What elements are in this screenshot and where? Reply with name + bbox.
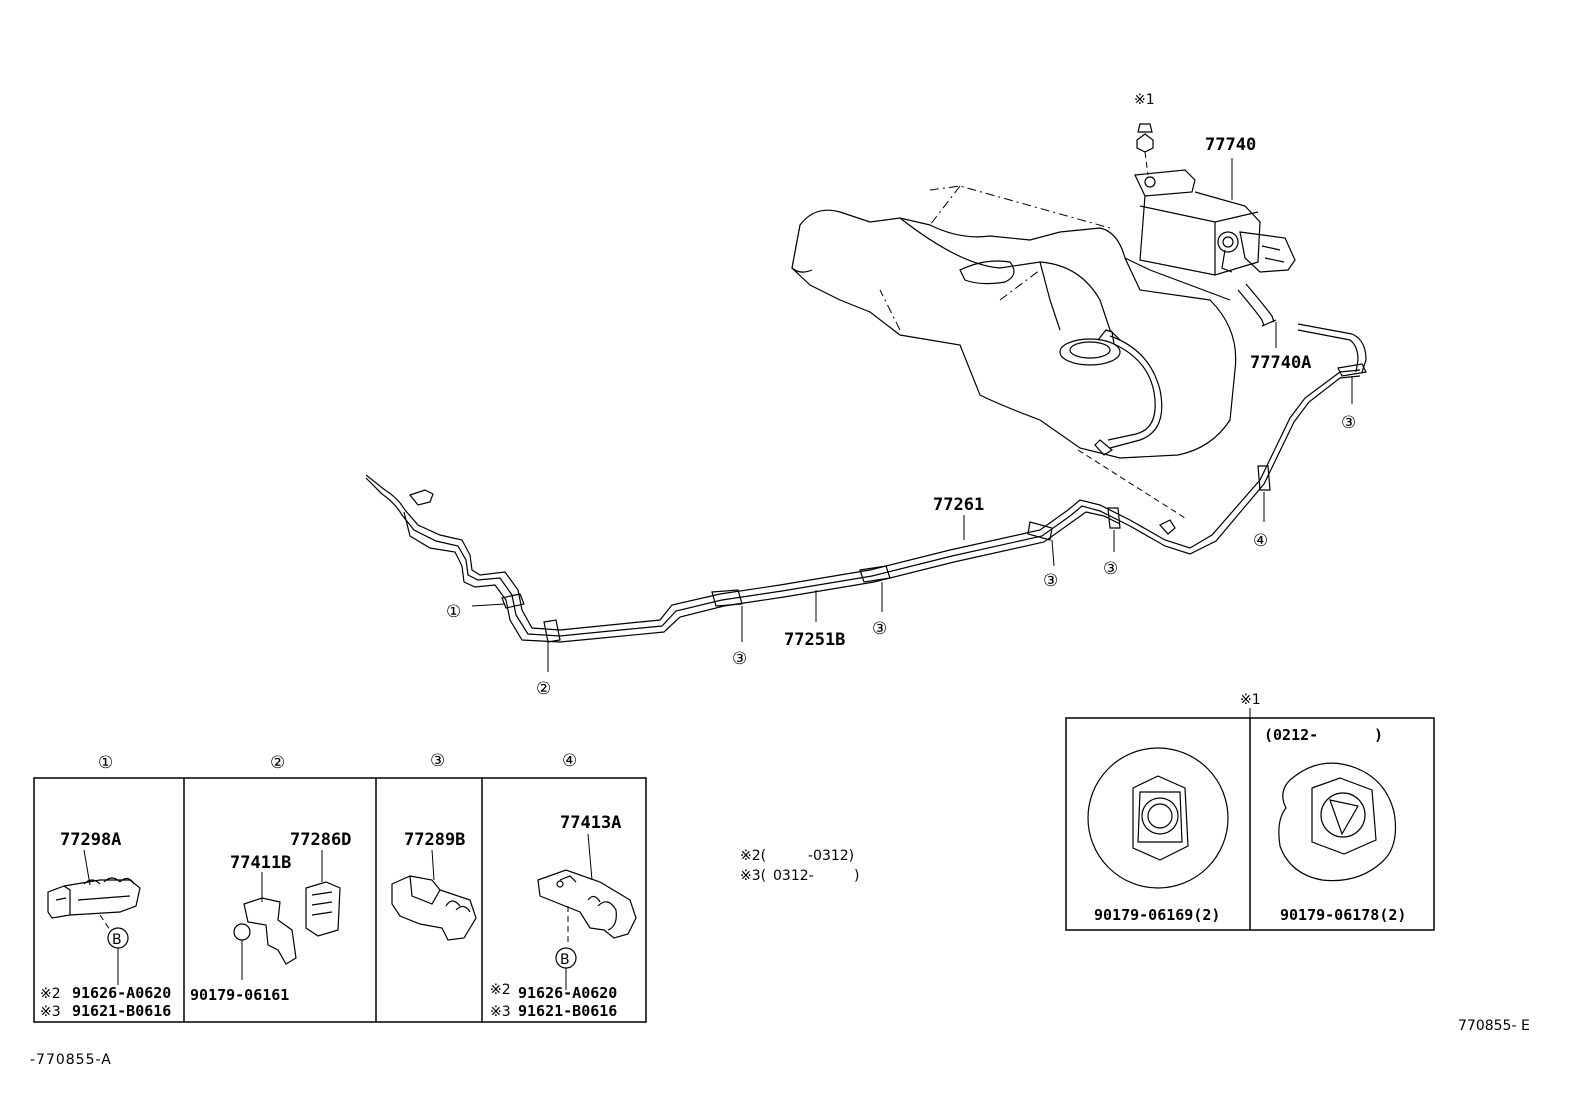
clamp-1-note3-mark: ※3: [40, 1004, 61, 1020]
callout-3-e: ③: [1341, 413, 1356, 433]
note-2-mark: ※2(: [740, 848, 766, 864]
clamp-3-shape: [391, 875, 477, 941]
nut-date-open: (0212-: [1264, 726, 1318, 744]
main-tube-part-number: 77261: [933, 495, 984, 515]
clamp-4-shape: [537, 869, 637, 939]
clamp-4-note2-mark: ※2: [490, 982, 511, 998]
clamp-4-part-number: 77413A: [560, 813, 621, 833]
clamp-2a-part-number: 77411B: [230, 853, 291, 873]
nut-left-drawing: [1087, 747, 1229, 889]
callout-2: ②: [536, 679, 551, 699]
clamp-4-note3-mark: ※3: [490, 1004, 511, 1020]
callout-3-d: ③: [1103, 559, 1118, 579]
clamp-2-shape: [233, 881, 341, 965]
clamp-3-part-number: 77289B: [404, 830, 465, 850]
callout-4: ④: [1253, 531, 1268, 551]
panel-header-1: ①: [98, 753, 113, 773]
note-3-mark: ※3(: [740, 868, 766, 884]
hose: [1237, 283, 1277, 348]
callout-1: ①: [446, 602, 461, 622]
callout-3-b: ③: [872, 619, 887, 639]
clamp-1-b-letter: B: [112, 932, 122, 948]
fuel-tank: [791, 185, 1237, 519]
panel-header-3: ③: [430, 751, 445, 771]
canister-nut: [1136, 123, 1154, 176]
charcoal-canister: [1134, 169, 1296, 276]
clamp-1-part-number: 77298A: [60, 830, 121, 850]
clamp-4-b-letter: B: [560, 952, 570, 968]
panel-header-2: ②: [270, 753, 285, 773]
clamp-2-bolt-part-number: 90179-06161: [190, 986, 289, 1004]
figure-code: 770855- E: [1458, 1018, 1530, 1034]
callout-3-a: ③: [732, 649, 747, 669]
nut-left-part-number: 90179-06169(2): [1094, 906, 1220, 924]
fuel-lines: [365, 323, 1367, 643]
clamp-1-note2-pn: 91626-A0620: [72, 984, 171, 1002]
clamp-4-note2-pn: 91626-A0620: [518, 984, 617, 1002]
panel-header-4: ④: [562, 751, 577, 771]
nut-right-drawing: [1278, 762, 1397, 882]
hose-part-number: 77740A: [1250, 353, 1311, 373]
note-2-range: -0312): [808, 848, 854, 864]
clamp-1-shape: [47, 877, 141, 919]
leader-lines: [471, 376, 1353, 672]
clamp-1-note2-mark: ※2: [40, 986, 61, 1002]
clamp-4-note3-pn: 91621-B0616: [518, 1002, 617, 1020]
canister-part-number: 77740: [1205, 135, 1256, 155]
sub-figure-code: -770855-A: [30, 1052, 112, 1068]
clamp-1-note3-pn: 91621-B0616: [72, 1002, 171, 1020]
note-3-close: ): [854, 868, 859, 884]
clamp-detail-panel: [33, 777, 647, 1023]
note-3-range: 0312-: [773, 868, 814, 884]
nut-date-close: ): [1374, 726, 1383, 744]
nut-detail-panel: [1065, 717, 1435, 931]
nut-right-part-number: 90179-06178(2): [1280, 906, 1406, 924]
line-clamps: [501, 363, 1367, 643]
nut-panel-ref: ※1: [1240, 692, 1261, 708]
clamp-2b-part-number: 77286D: [290, 830, 351, 850]
callout-3-c: ③: [1043, 571, 1058, 591]
canister-nut-ref: ※1: [1134, 92, 1155, 108]
tube-b-part-number: 77251B: [784, 630, 845, 650]
